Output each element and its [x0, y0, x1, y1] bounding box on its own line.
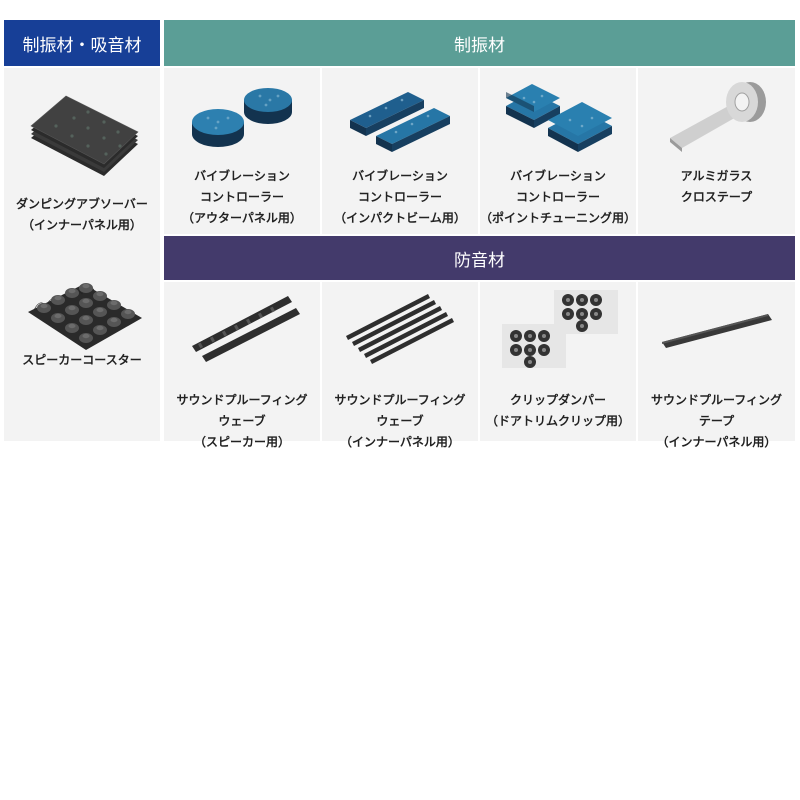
- product-grid: 制振材・吸音材 制振材 防音材 ダンピングアブソーバー （インナーパネル用）: [4, 20, 795, 449]
- speaker-coaster-label: スピーカーコースター: [22, 353, 142, 367]
- square-pad-icon: [506, 84, 612, 152]
- bottom-cell-4: サウンドプルーフィング テープ （インナーパネル用）: [638, 282, 795, 449]
- vibration-controller-impact-label: バイブレーション コントローラー （インパクトビーム用）: [334, 169, 466, 225]
- bottom-cell-1: サウンドプルーフィング ウェーブ （スピーカー用）: [164, 282, 320, 449]
- header-damping-absorbing-text: 制振材・吸音材: [22, 35, 142, 56]
- header-damping-text: 制振材: [454, 35, 505, 56]
- bottom-cell-3: クリップダンパー （ドアトリムクリップ用）: [480, 282, 636, 441]
- soundproof-wave-speaker-label: サウンドプルーフィング ウェーブ （スピーカー用）: [176, 393, 308, 449]
- bottom-cell-2: サウンドプルーフィング ウェーブ （インナーパネル用）: [322, 282, 478, 449]
- wave-strips-icon: [346, 294, 454, 364]
- aluminum-tape-label: アルミガラス クロステープ: [680, 169, 753, 204]
- clip-damper-label: クリップダンパー （ドアトリムクリップ用）: [485, 393, 630, 428]
- speaker-coaster-icon: [28, 283, 142, 350]
- top-cell-3: バイブレーション コントローラー （ポイントチューニング用）: [480, 68, 636, 234]
- header-soundproof: 防音材: [164, 236, 795, 280]
- left-column-cell: ダンピングアブソーバー （インナーパネル用） スピーカーコースタ: [4, 68, 160, 441]
- soundproof-tape-label: サウンドプルーフィング テープ （インナーパネル用）: [650, 393, 783, 449]
- bar-pad-icon: [350, 92, 450, 152]
- vibration-controller-point-label: バイブレーション コントローラー （ポイントチューニング用）: [480, 169, 637, 225]
- header-damping: 制振材: [164, 20, 795, 66]
- soundproof-tape-icon: [662, 314, 772, 348]
- tape-roll-icon: [670, 82, 766, 152]
- damping-sheet-icon: [30, 95, 139, 176]
- vibration-controller-outer-label: バイブレーション コントローラー （アウターパネル用）: [182, 169, 302, 225]
- top-cell-1: バイブレーション コントローラー （アウターパネル用）: [164, 68, 320, 234]
- round-pad-icon: [192, 88, 292, 147]
- header-damping-absorbing: 制振材・吸音材: [4, 20, 160, 66]
- wave-strip-icon: [192, 296, 300, 362]
- clip-damper-icon: [502, 290, 618, 368]
- soundproof-wave-inner-label: サウンドプルーフィング ウェーブ （インナーパネル用）: [334, 393, 466, 449]
- header-soundproof-text: 防音材: [454, 250, 505, 271]
- top-cell-4: アルミガラス クロステープ: [638, 68, 795, 234]
- top-cell-2: バイブレーション コントローラー （インパクトビーム用）: [322, 68, 478, 234]
- damping-absorber-label: ダンピングアブソーバー （インナーパネル用）: [16, 197, 148, 232]
